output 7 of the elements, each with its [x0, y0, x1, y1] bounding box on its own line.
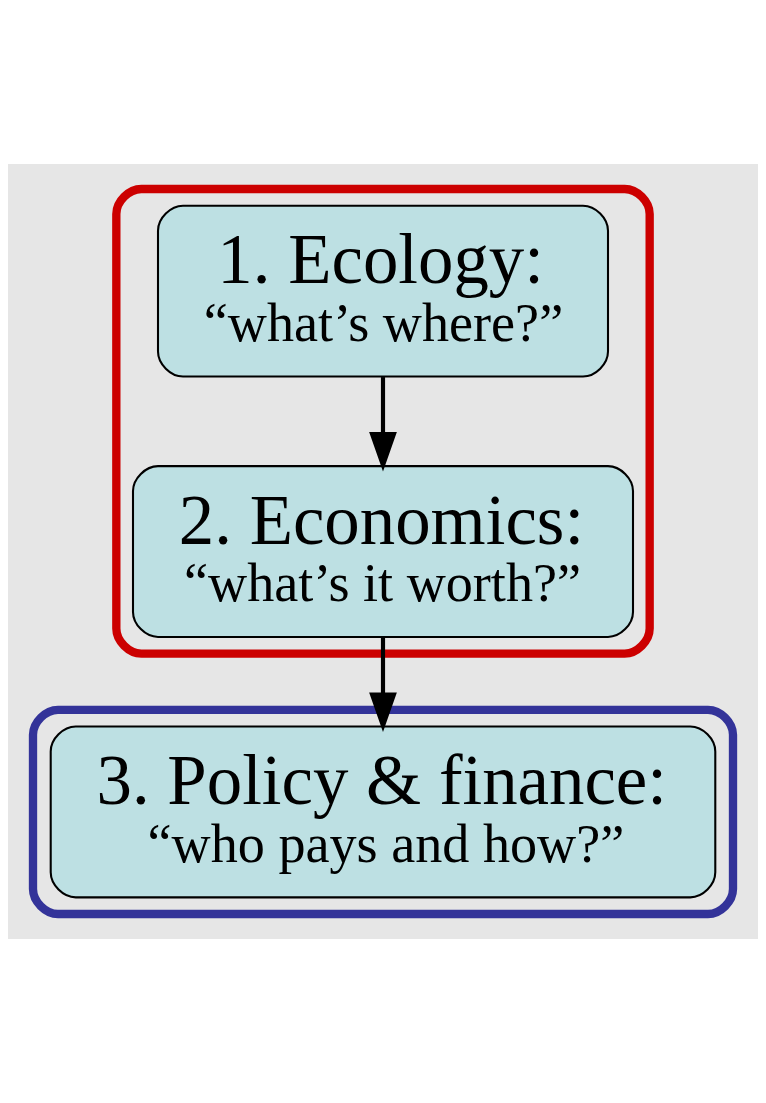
node-box: 3. Policy & finance: “who pays and how?” [49, 725, 717, 899]
node-box: 1. Ecology: “what’s where?” [156, 204, 610, 378]
arrow [369, 377, 397, 472]
cluster [112, 184, 654, 658]
node-box: 2. Economics: “what’s it worth?” [131, 465, 635, 638]
cluster [28, 705, 738, 919]
arrow [369, 637, 397, 733]
